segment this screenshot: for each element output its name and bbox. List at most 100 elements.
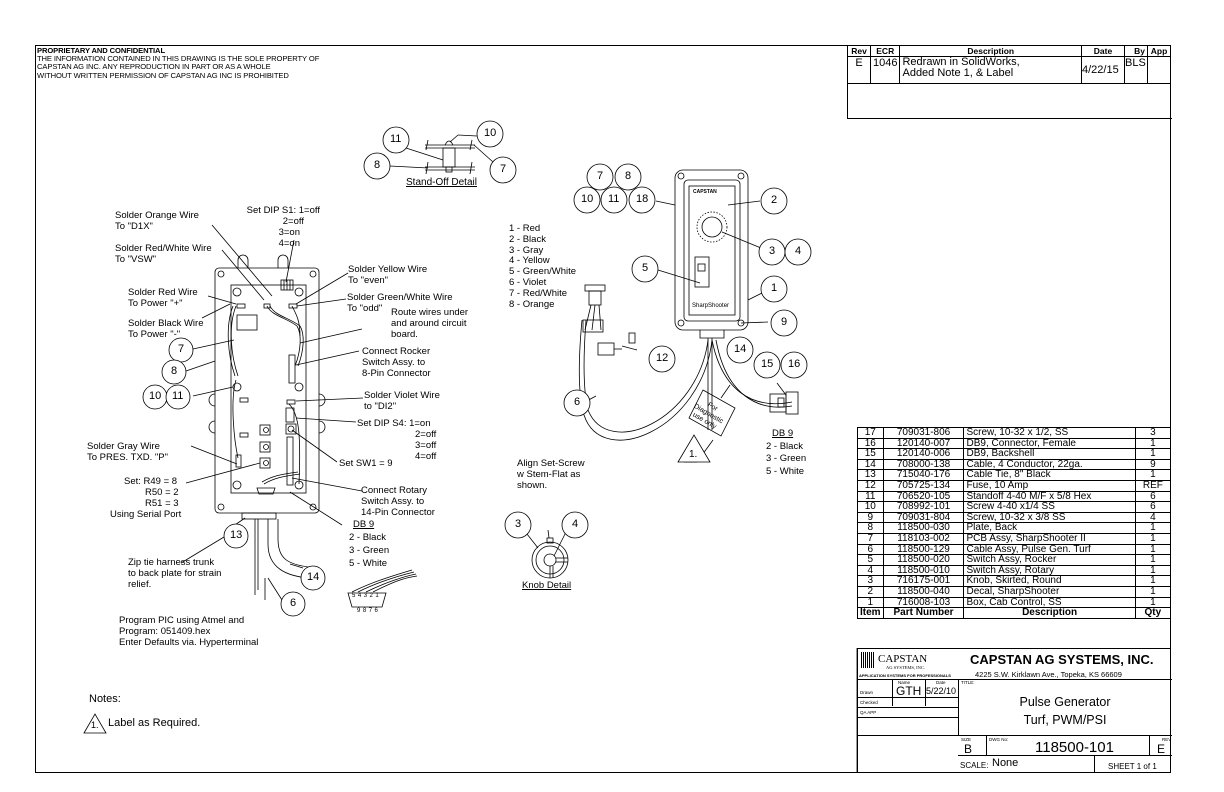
bom-part-number: 118500-010 (882, 564, 965, 577)
balloon-14-right (726, 336, 754, 364)
scale-value: None (992, 757, 1019, 769)
knob-note-line: w Stem-Flat as (517, 469, 581, 480)
wire-color-item: 6 - Violet (509, 276, 547, 288)
balloon-4-knob (561, 511, 589, 539)
proprietary-line: WITHOUT WRITTEN PERMISSION OF CAPSTAN AG… (37, 70, 289, 80)
pin-number: 2 (369, 593, 376, 599)
notes-flag-label: 1. (91, 720, 99, 730)
callout-line: Zip tie harness trunk (128, 557, 215, 568)
dwg-number: 118500-101 (1035, 739, 1114, 756)
callout-line: to back plate for strain (128, 568, 222, 579)
db9-pin: 2 - Black (349, 532, 386, 543)
bom-qty: 4 (1134, 511, 1172, 524)
bom-item: 15 (857, 448, 884, 460)
callout-line: Solder Yellow Wire (348, 264, 428, 275)
bom-header-item: Item (857, 607, 884, 619)
callout-line: Program PIC using Atmel and (119, 615, 245, 626)
wire-color-item: 1 - Red (509, 223, 541, 234)
callout-line: Solder Gray Wire (87, 441, 160, 452)
ecr-cell: 1046 (869, 56, 901, 84)
bom-header-desc: Description (963, 607, 1136, 619)
bom-item: 5 (857, 554, 884, 566)
bom-part-number: 705725-134 (882, 479, 965, 492)
size-value: B (964, 742, 973, 756)
balloon-16 (780, 351, 808, 379)
callout-line: Solder Black Wire (128, 318, 204, 329)
bom-item: 6 (857, 543, 884, 556)
balloon-3 (758, 238, 786, 266)
revision-table: Rev ECR Description Date By App E 1046 R… (847, 45, 1171, 84)
bom-description: Cable, 4 Conductor, 22ga. (963, 458, 1136, 471)
bom-description: PCB Assy, SharpShooter II (963, 532, 1136, 545)
bom-part-number: 716175-001 (882, 575, 965, 587)
rev-value: E (1157, 742, 1166, 756)
knob-detail-drawing (526, 529, 569, 579)
bom-item: 2 (857, 585, 884, 598)
balloon-12 (648, 345, 676, 373)
standoff-detail-drawing (389, 134, 494, 175)
logo-sub: AG SYSTEMS, INC. (886, 665, 926, 670)
callout-line: Solder Green/White Wire (347, 292, 453, 303)
balloon-7-right (586, 163, 614, 191)
app-cell (1147, 56, 1171, 84)
balloon-10 (476, 120, 504, 148)
bom-qty: 6 (1134, 490, 1172, 503)
wire-color-item: 4 - Yellow (509, 255, 550, 267)
wire-color-item: 8 - Orange (509, 298, 555, 310)
dwg-label: DWG No: (989, 737, 1009, 742)
callout-line: Program: 051409.hex (119, 626, 211, 637)
wire-color-item: 3 - Gray (509, 244, 544, 256)
callout-line: To "VSW" (115, 254, 157, 265)
callout-line: 4=off (415, 451, 437, 462)
callout-line: R51 = 3 (145, 498, 179, 509)
balloon-7-left (168, 337, 194, 363)
balloon-9 (770, 309, 798, 337)
bom-header-qty: Qty (1134, 607, 1172, 619)
bom-description: DB9, Backshell (963, 448, 1136, 460)
divider (858, 735, 1172, 736)
knob-note-line: Align Set-Screw (517, 458, 585, 469)
balloon-8-left (161, 359, 187, 385)
balloon-14-left (300, 565, 326, 591)
pin-number: 9 (357, 608, 363, 614)
callout-line: To PRES. TXD. "P" (87, 452, 169, 463)
bom-item: 10 (857, 501, 884, 513)
callout-line: Set DIP S4: 1=on (357, 418, 431, 429)
notes-flag-triangle (83, 713, 107, 734)
balloon-6-left (280, 591, 306, 617)
balloon-3-knob (504, 511, 532, 539)
wire-color-item: 7 - Red/White (509, 287, 568, 299)
revision-row: E 1046 Redrawn in SolidWorks,Added Note … (847, 56, 1171, 84)
balloon-11 (382, 126, 410, 154)
bom-item: 3 (857, 575, 884, 587)
qa-label: QA APP (860, 710, 877, 715)
bom-part-number: 118500-040 (882, 585, 965, 598)
callout-line: Set: R49 = 8 (124, 476, 178, 487)
revision-header-row: Rev ECR Description Date By App (847, 45, 1171, 57)
callout-line: Route wires under (391, 307, 469, 318)
divider (1149, 735, 1150, 755)
db9-pin: 3 - Green (766, 453, 807, 464)
bom-item: 11 (857, 490, 884, 503)
bom-qty: 1 (1134, 448, 1172, 460)
bom-item: 14 (857, 458, 884, 471)
size-label: SIZE (961, 737, 972, 742)
